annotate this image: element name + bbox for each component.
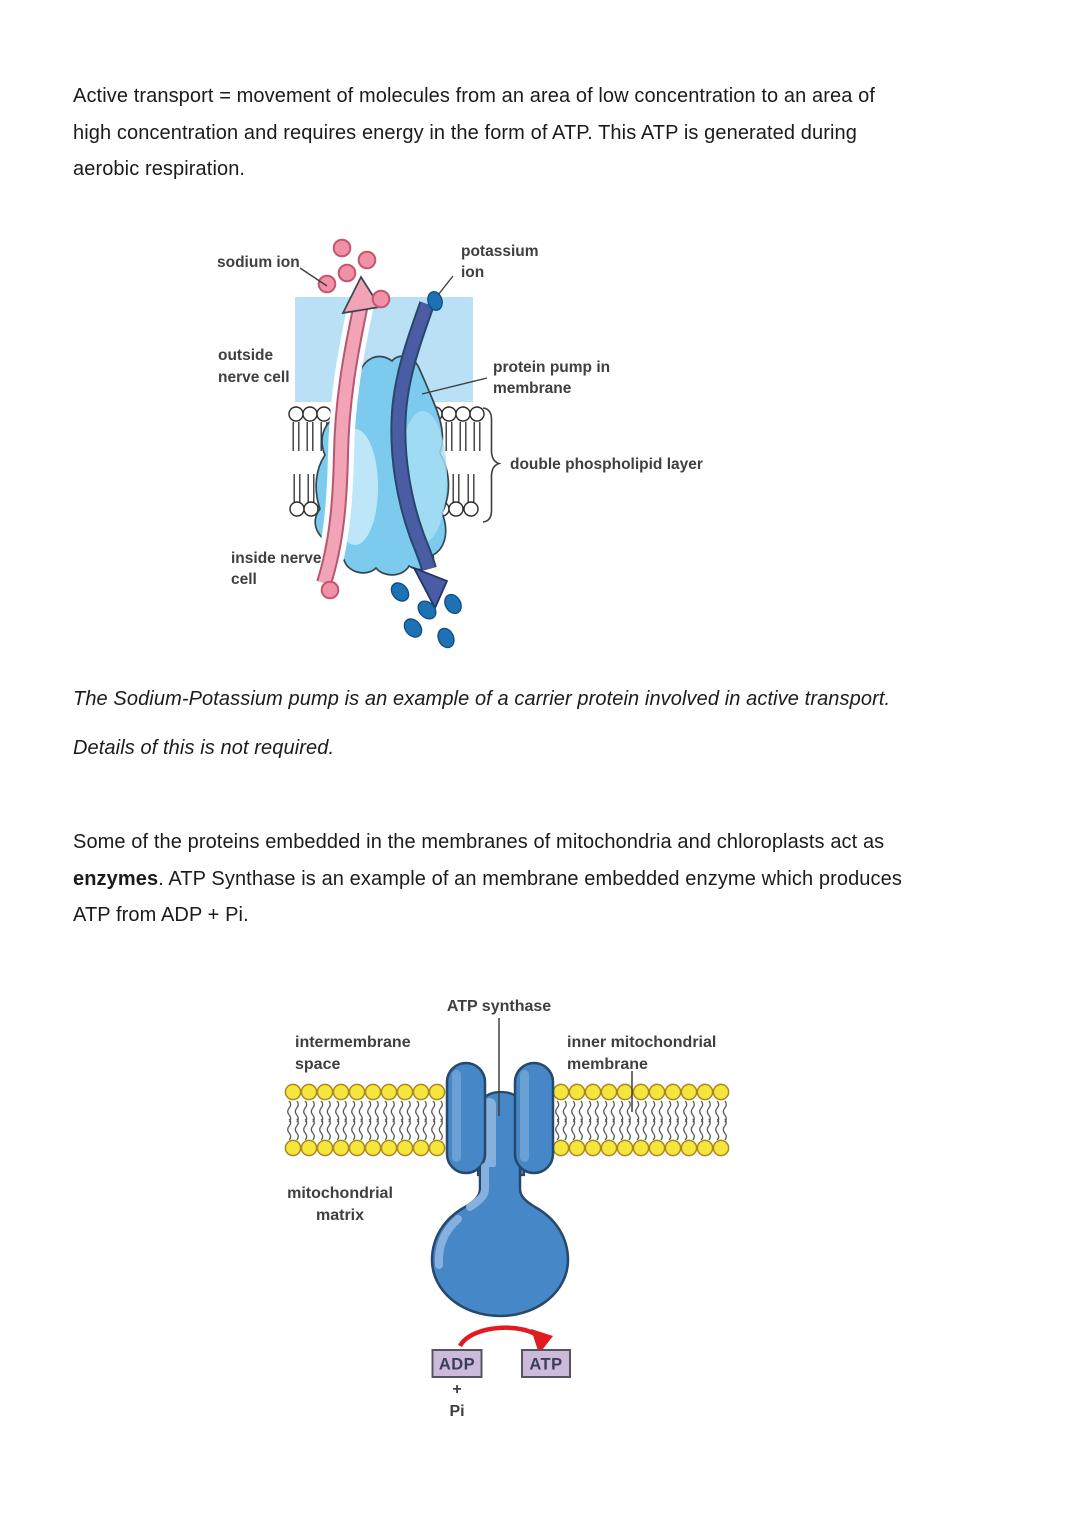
sodium-ion xyxy=(357,250,377,270)
inner-membrane-lipids xyxy=(284,1083,730,1157)
label-adp: ADP xyxy=(439,1356,475,1374)
note-details-not-required: Details of this is not required. xyxy=(73,737,335,759)
bold-enzymes: enzymes xyxy=(73,867,159,890)
sodium-ion xyxy=(332,238,352,258)
text-line: aerobic respiration. xyxy=(73,158,246,180)
label-inner-mitochondrial-membrane: inner mitochondrial xyxy=(567,1034,716,1051)
text-line: Active transport = movement of molecules… xyxy=(73,85,875,107)
text-line: enzymes. ATP Synthase is an example of a… xyxy=(73,861,1023,898)
potassium-ions xyxy=(390,290,462,649)
label-atp-synthase: ATP synthase xyxy=(447,998,551,1015)
text-line: Some of the proteins embedded in the mem… xyxy=(73,831,885,853)
label-double-phospholipid-layer: double phospholipid layer xyxy=(510,456,703,473)
label-plus: + xyxy=(452,1381,461,1398)
label-inner-mitochondrial-membrane: membrane xyxy=(567,1056,648,1073)
potassium-ion xyxy=(390,582,410,602)
potassium-ion xyxy=(427,290,443,312)
sodium-ion xyxy=(371,289,391,309)
atp-synthase-head xyxy=(430,1167,570,1318)
pillar-highlight xyxy=(452,1070,461,1162)
label-intermembrane-space: space xyxy=(295,1056,340,1073)
pillar-highlight xyxy=(520,1070,529,1162)
label-outside-nerve-cell: nerve cell xyxy=(218,369,290,386)
potassium-ion xyxy=(444,593,462,615)
paragraph-active-transport: Active transport = movement of molecules… xyxy=(73,78,1023,188)
reaction-arrowhead xyxy=(531,1329,553,1354)
potassium-ion xyxy=(437,627,455,649)
sodium-arrow xyxy=(318,302,367,585)
label-inside-nerve-cell: cell xyxy=(231,571,257,588)
label-intermembrane-space: intermembrane xyxy=(295,1034,411,1051)
sodium-ion xyxy=(317,274,337,294)
sodium-arrowhead xyxy=(341,275,382,315)
label-potassium-ion: ion xyxy=(461,264,484,281)
sodium-ion xyxy=(337,263,357,283)
potassium-ion xyxy=(417,600,437,620)
sodium-potassium-pump-diagram: sodium ion potassium ion outside nerve c… xyxy=(217,238,703,649)
potassium-ion-pointer-line xyxy=(437,275,454,296)
potassium-arrow xyxy=(392,301,435,571)
head-highlight xyxy=(434,1215,462,1269)
brace xyxy=(482,407,502,523)
text-span: . ATP Synthase is an example of an membr… xyxy=(158,867,902,890)
protein-pump-pointer-line xyxy=(421,377,488,395)
paragraph-membrane-enzymes: Some of the proteins embedded in the mem… xyxy=(73,824,1023,934)
reaction-arrow xyxy=(458,1325,543,1348)
pointer-lines xyxy=(299,267,488,395)
label-atp: ATP xyxy=(529,1356,562,1374)
sodium-ion-pointer-line xyxy=(299,267,328,287)
sodium-ion xyxy=(320,580,340,600)
potassium-ion xyxy=(403,618,423,638)
label-pi: Pi xyxy=(449,1403,464,1420)
label-outside-nerve-cell: outside xyxy=(218,347,273,364)
potassium-arrowhead xyxy=(412,566,449,610)
text-line: high concentration and requires energy i… xyxy=(73,121,857,144)
head-highlight xyxy=(466,1163,489,1211)
label-protein-pump: protein pump in xyxy=(493,359,610,376)
label-mitochondrial-matrix: mitochondrial xyxy=(287,1185,393,1202)
sodium-ions xyxy=(317,238,391,600)
label-sodium-ion: sodium ion xyxy=(217,254,300,271)
note-sodium-potassium-pump: The Sodium-Potassium pump is an example … xyxy=(73,688,891,710)
label-inside-nerve-cell: inside nerve xyxy=(231,550,322,567)
atp-box xyxy=(521,1349,571,1378)
text-line: ATP from ADP + Pi. xyxy=(73,904,249,926)
adp-box xyxy=(431,1349,483,1378)
label-mitochondrial-matrix: matrix xyxy=(316,1207,364,1224)
atp-synthase-diagram: ADP ATP + Pi ATP synthase intermembrane … xyxy=(284,998,730,1420)
label-potassium-ion: potassium xyxy=(461,243,539,260)
label-protein-pump: membrane xyxy=(493,380,572,397)
